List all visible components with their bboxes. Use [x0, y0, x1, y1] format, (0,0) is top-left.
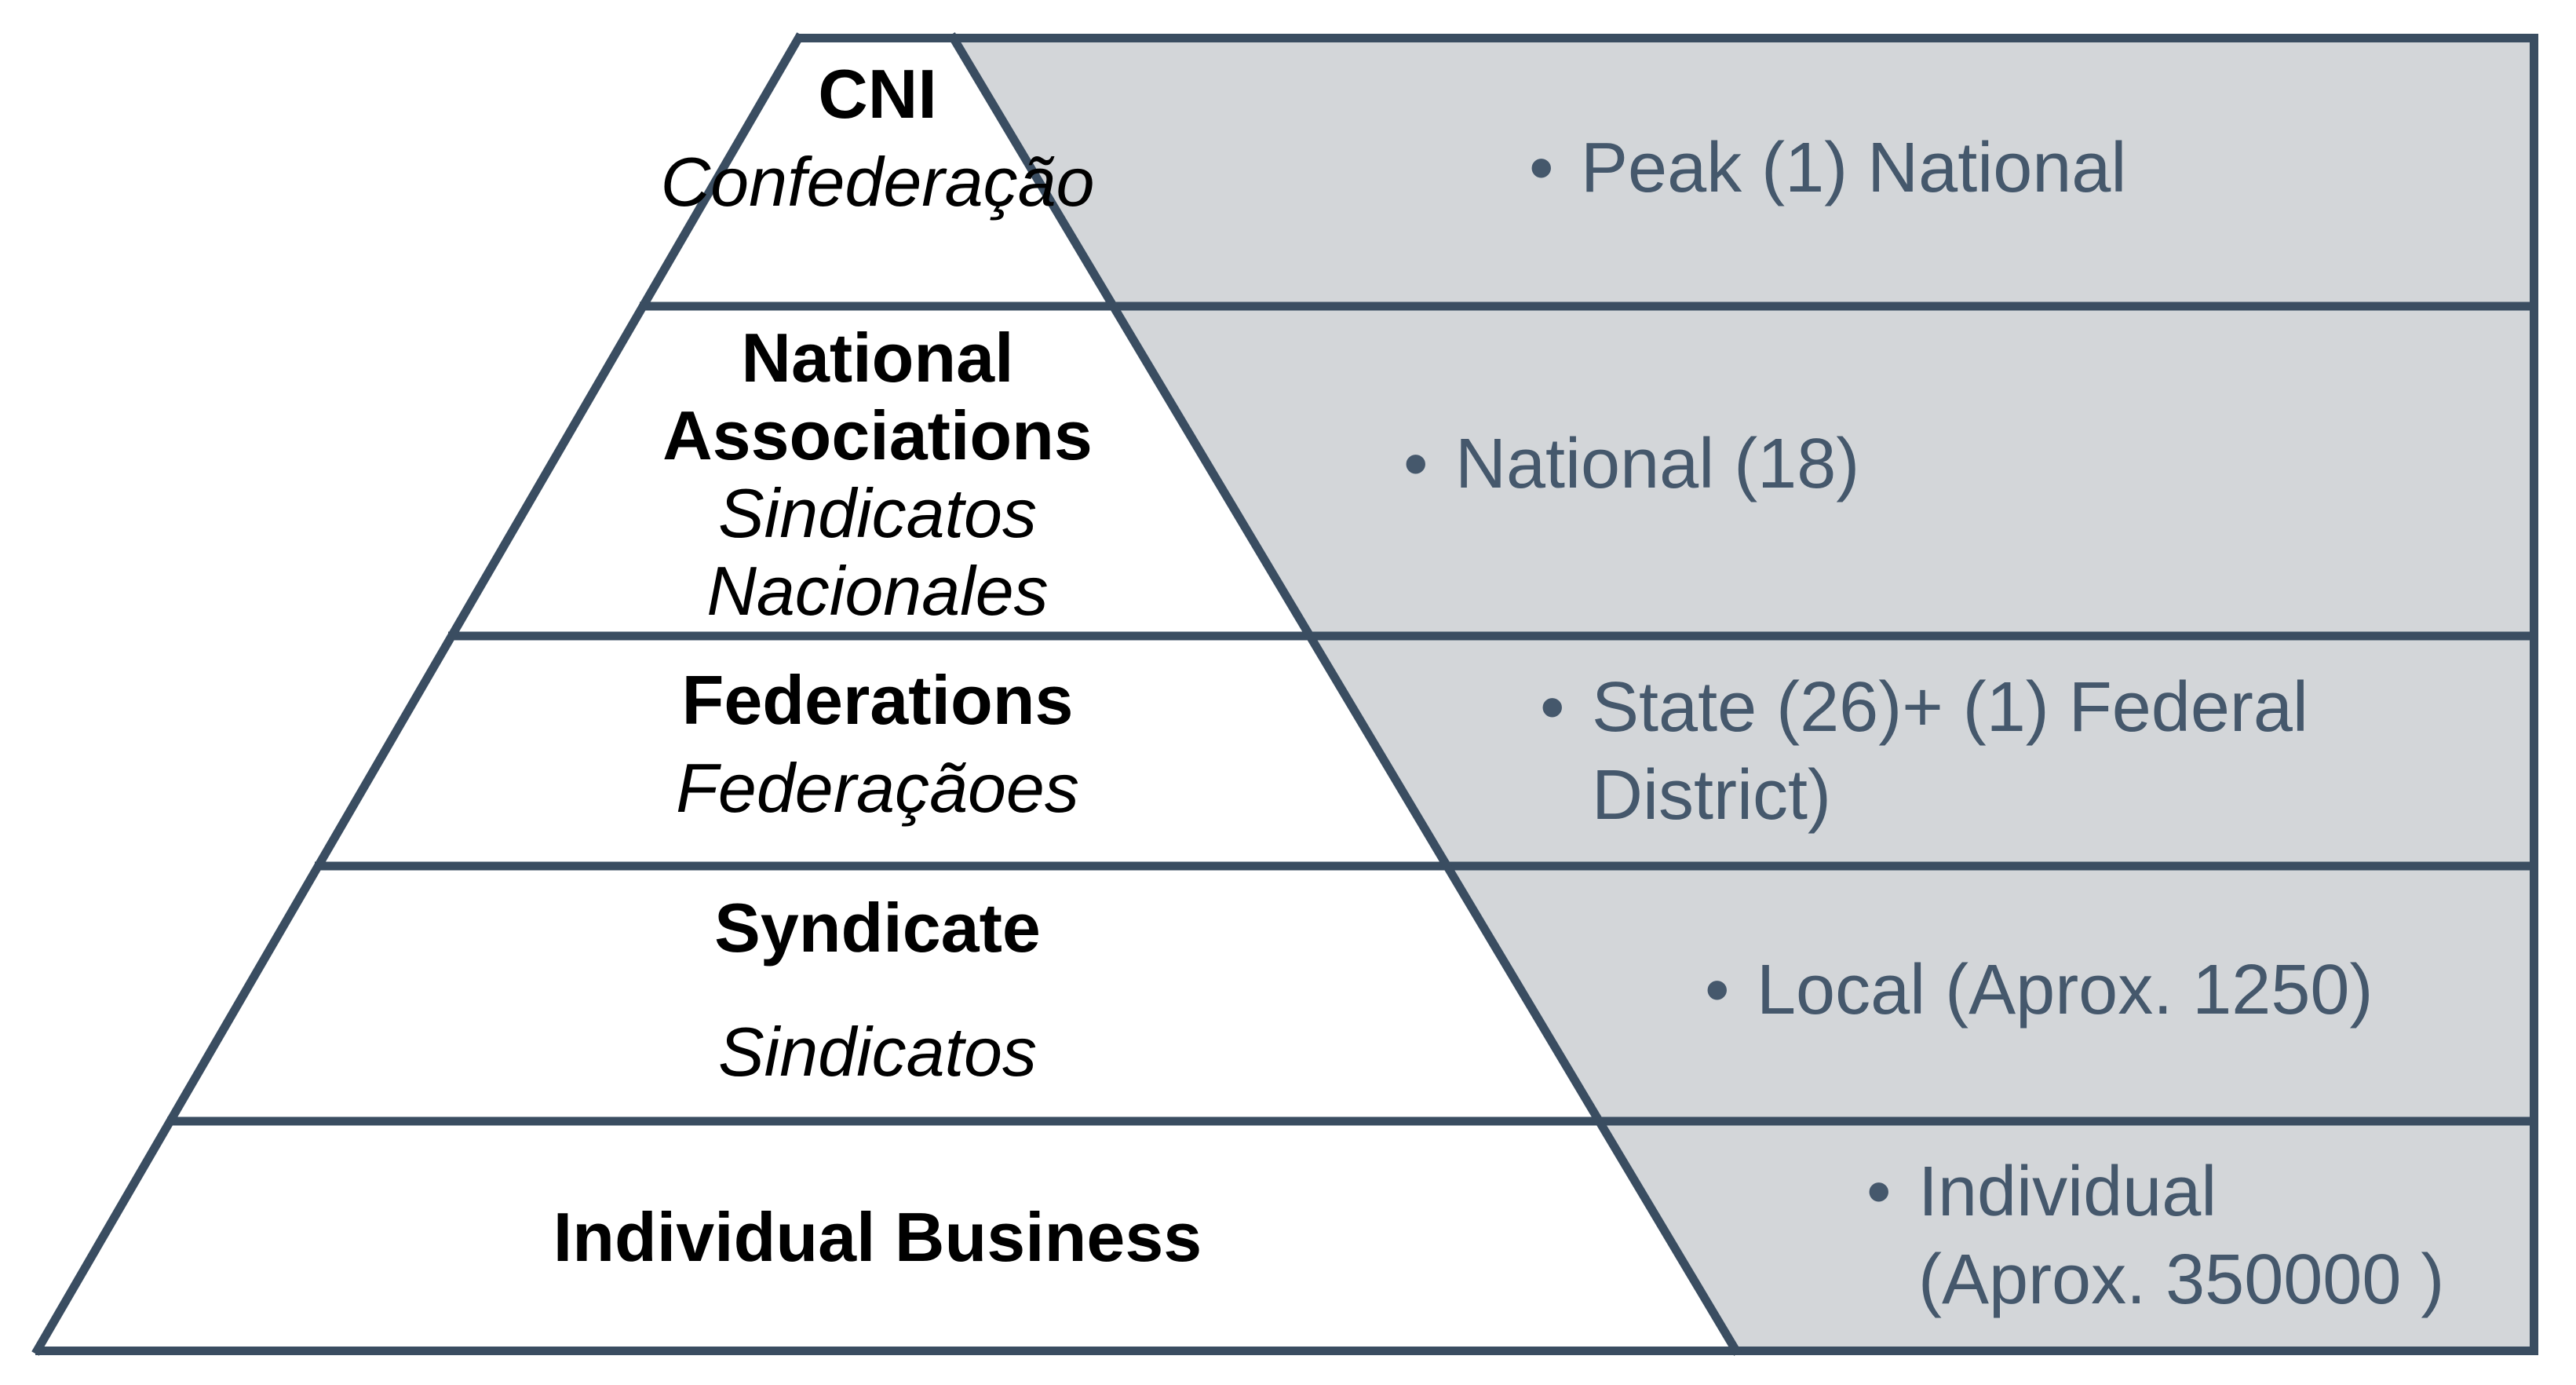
level-3-subtitle: Federaçãoes [676, 749, 1079, 827]
level-3-bullet-text-line-2: District) [1592, 756, 1831, 835]
bullet-dot: • [1403, 425, 1428, 503]
level-5-label: Individual Business [524, 1193, 1231, 1281]
level-2-subtitle-line-2: Nacionales [706, 552, 1049, 630]
level-2-title-line-2: Associations [662, 396, 1093, 474]
level-3-title: Federations [681, 661, 1074, 739]
level-1-bullet: • Peak (1) National [1529, 124, 2126, 212]
level-2-bullet: • National (18) [1403, 420, 1859, 508]
level-3-bullet-text-line-1: State (26)+ (1) Federal [1592, 668, 2308, 747]
level-2-subtitle-line-1: Sindicatos [717, 474, 1037, 552]
level-4-subtitle: Sindicatos [717, 1013, 1037, 1091]
level-1-label: CNI Confederação [524, 50, 1231, 226]
level-5-bullet-text-line-2: (Aprox. 350000 ) [1918, 1241, 2445, 1319]
bullet-dot: • [1705, 951, 1730, 1029]
level-5-bullet-text-line-1: Individual [1918, 1153, 2217, 1231]
bullet-dot: • [1866, 1153, 1892, 1231]
level-5-bullet: • Individual (Aprox. 350000 ) [1866, 1148, 2444, 1324]
level-2-label: National Associations Sindicatos Naciona… [524, 319, 1231, 630]
level-2-title-line-1: National [741, 319, 1014, 396]
level-4-bullet: • Local (Aprox. 1250) [1705, 946, 2373, 1034]
level-1-subtitle: Confederação [660, 143, 1095, 221]
pyramid-right-slope-line [947, 32, 1742, 1356]
level-1-title: CNI [818, 55, 937, 133]
level-3-bullet: • State (26)+ (1) Federal District) [1540, 663, 2308, 839]
bullet-dot: • [1529, 129, 1554, 207]
level-4-label: Syndicate [524, 884, 1231, 972]
pyramid-left-slope-line [31, 32, 805, 1356]
pyramid-shape [35, 34, 1739, 1355]
level-5-title: Individual Business [553, 1198, 1202, 1276]
bullet-dot: • [1540, 668, 1565, 747]
level-4-sublabel: Sindicatos [524, 1008, 1231, 1096]
level-4-title: Syndicate [714, 889, 1041, 967]
level-2-bullet-text: National (18) [1455, 425, 1860, 503]
level-4-bullet-text: Local (Aprox. 1250) [1757, 951, 2373, 1029]
level-3-label: Federations Federaçãoes [524, 656, 1231, 832]
level-1-bullet-text: Peak (1) National [1581, 129, 2127, 207]
